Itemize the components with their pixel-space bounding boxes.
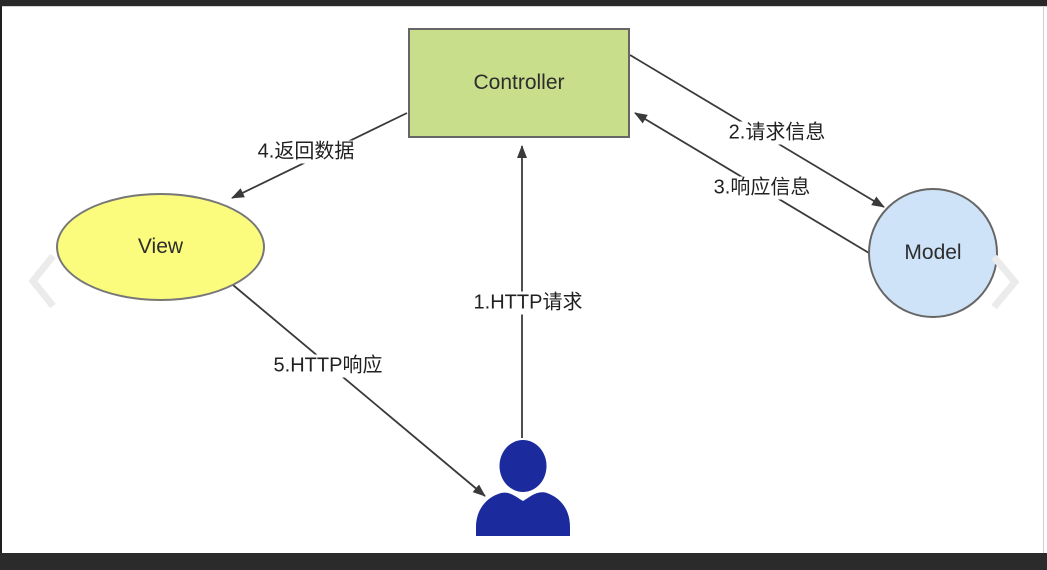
edge-label-http-request: 1.HTTP请求 — [470, 291, 586, 315]
node-view: View — [56, 193, 265, 301]
edge-label-request-info: 2.请求信息 — [725, 121, 829, 145]
node-view-label: View — [137, 235, 184, 258]
node-controller-label: Controller — [473, 71, 565, 94]
node-model: Model — [868, 188, 998, 318]
top-frame-bar — [0, 0, 1047, 7]
edge-label-return-data: 4.返回数据 — [254, 140, 358, 164]
chevron-right-icon[interactable] — [986, 249, 1022, 317]
edge-label-response-info: 3.响应信息 — [710, 176, 814, 200]
edge-label-http-response: 5.HTTP响应 — [270, 354, 386, 378]
right-divider-line — [1043, 7, 1044, 553]
node-controller: Controller — [408, 28, 630, 138]
chevron-left-icon[interactable] — [26, 248, 62, 316]
node-model-label: Model — [904, 241, 962, 264]
edge-http-response — [232, 284, 486, 497]
user-person-icon — [476, 440, 570, 536]
bottom-frame-bar — [0, 553, 1047, 570]
left-frame-bar — [0, 6, 2, 553]
